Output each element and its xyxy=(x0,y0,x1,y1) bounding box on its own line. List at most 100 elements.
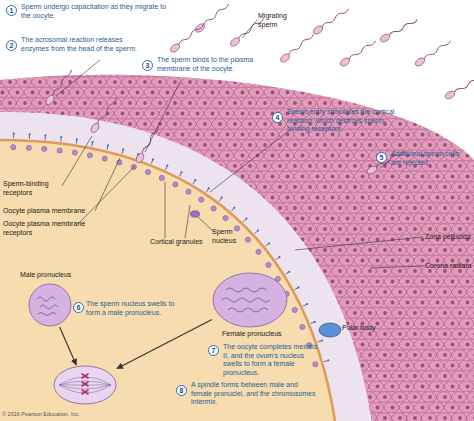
corona-cell xyxy=(129,108,144,119)
cell-nucleus xyxy=(61,196,65,200)
cell-nucleus xyxy=(436,343,440,347)
corona-cell xyxy=(339,87,354,98)
corona-cell xyxy=(339,45,354,56)
corona-cell xyxy=(354,150,369,161)
cell-nucleus xyxy=(308,59,312,63)
corona-cell xyxy=(219,45,234,56)
cell-nucleus xyxy=(46,112,50,116)
cell-nucleus xyxy=(76,196,80,200)
corona-cell xyxy=(467,119,474,130)
corona-cell xyxy=(122,35,137,46)
corona-cell xyxy=(294,276,309,287)
corona-cell xyxy=(249,129,264,140)
cell-nucleus xyxy=(256,70,260,74)
corona-cell xyxy=(69,339,84,350)
corona-cell xyxy=(77,98,92,109)
corona-cell xyxy=(324,192,339,203)
cell-nucleus xyxy=(406,259,410,263)
cell-nucleus xyxy=(61,280,65,284)
cell-nucleus xyxy=(196,301,200,305)
cell-nucleus xyxy=(16,70,20,74)
corona-cell xyxy=(287,182,302,193)
corona-cell xyxy=(189,255,204,266)
corona-cell xyxy=(92,77,107,88)
corona-cell xyxy=(219,255,234,266)
corona-cell xyxy=(152,350,167,361)
cell-nucleus xyxy=(1,70,5,74)
corona-cell xyxy=(384,213,399,224)
cell-nucleus xyxy=(113,353,117,357)
corona-cell xyxy=(294,66,309,77)
cell-nucleus xyxy=(61,343,65,347)
cell-nucleus xyxy=(173,38,177,42)
corona-cell xyxy=(324,213,339,224)
cell-nucleus xyxy=(173,332,177,336)
cell-nucleus xyxy=(188,122,192,126)
corona-cell xyxy=(24,339,39,350)
corona-cell xyxy=(114,129,129,140)
cell-nucleus xyxy=(376,196,380,200)
cell-nucleus xyxy=(458,227,462,231)
corona-cell xyxy=(137,119,152,130)
corona-cell xyxy=(309,297,324,308)
cell-nucleus xyxy=(53,248,57,252)
cell-nucleus xyxy=(406,217,410,221)
cell-nucleus xyxy=(143,290,147,294)
corona-cell xyxy=(114,255,129,266)
cell-nucleus xyxy=(203,80,207,84)
corona-cell xyxy=(332,35,347,46)
corona-cell xyxy=(92,98,107,109)
cell-nucleus xyxy=(226,112,230,116)
corona-cell xyxy=(467,161,474,172)
cell-nucleus xyxy=(278,164,282,168)
cell-nucleus xyxy=(263,269,267,273)
corona-cell xyxy=(279,213,294,224)
corona-cell xyxy=(324,339,339,350)
cell-nucleus xyxy=(323,353,327,357)
cell-nucleus xyxy=(196,133,200,137)
corona-cell xyxy=(152,266,167,277)
cell-nucleus xyxy=(143,248,147,252)
cell-nucleus xyxy=(121,133,125,137)
cell-nucleus xyxy=(143,353,147,357)
cell-nucleus xyxy=(353,185,357,189)
corona-cell xyxy=(0,339,9,350)
cell-nucleus xyxy=(151,175,155,179)
corona-cell xyxy=(39,129,54,140)
cell-nucleus xyxy=(398,185,402,189)
cell-nucleus xyxy=(31,217,35,221)
cell-nucleus xyxy=(203,101,207,105)
corona-cell xyxy=(219,171,234,182)
cell-nucleus xyxy=(91,280,95,284)
corona-cell xyxy=(354,129,369,140)
cell-nucleus xyxy=(473,143,474,147)
cell-nucleus xyxy=(151,112,155,116)
cell-nucleus xyxy=(443,185,447,189)
corona-cell xyxy=(249,108,264,119)
cell-nucleus xyxy=(316,70,320,74)
cell-nucleus xyxy=(376,91,380,95)
cell-nucleus xyxy=(113,80,117,84)
corona-cell xyxy=(92,266,107,277)
corona-cell xyxy=(302,140,317,151)
corona-cell xyxy=(354,297,369,308)
cell-nucleus xyxy=(398,353,402,357)
corona-cell xyxy=(279,318,294,329)
cell-nucleus xyxy=(443,80,447,84)
cell-nucleus xyxy=(323,143,327,147)
corona-cell xyxy=(452,98,467,109)
corona-cell xyxy=(429,213,444,224)
corona-cell xyxy=(137,245,152,256)
cell-nucleus xyxy=(173,353,177,357)
cell-nucleus xyxy=(391,91,395,95)
corona-cell xyxy=(62,329,77,340)
cell-nucleus xyxy=(91,238,95,242)
corona-cell xyxy=(227,161,242,172)
cell-nucleus xyxy=(91,91,95,95)
cell-nucleus xyxy=(98,185,102,189)
cell-nucleus xyxy=(203,311,207,315)
corona-cell xyxy=(369,66,384,77)
cell-nucleus xyxy=(196,259,200,263)
cell-nucleus xyxy=(256,91,260,95)
cell-nucleus xyxy=(98,206,102,210)
